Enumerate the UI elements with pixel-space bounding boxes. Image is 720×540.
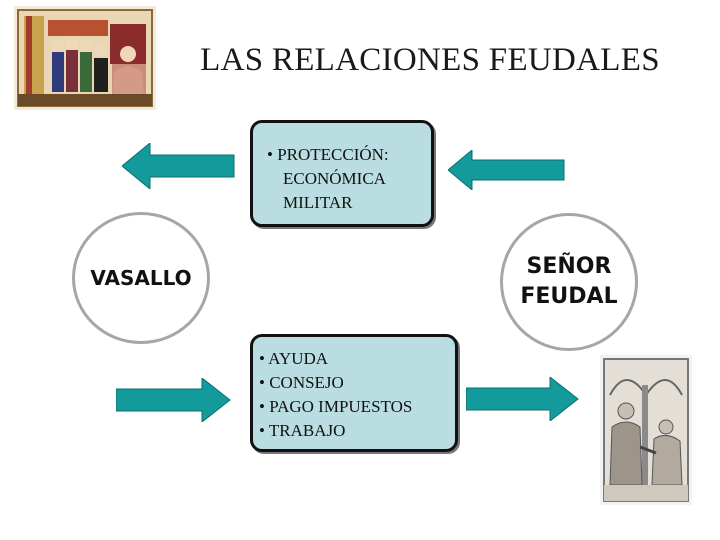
- arrow-left-top-right: [448, 150, 566, 190]
- protection-heading: • PROTECCIÓN:: [267, 143, 431, 167]
- obligations-box: • AYUDA • CONSEJO • PAGO IMPUESTOS • TRA…: [250, 334, 458, 452]
- obligation-item: • AYUDA: [259, 347, 455, 371]
- vassal-circle: VASALLO: [72, 212, 210, 344]
- protection-economic: ECONÓMICA: [267, 167, 431, 191]
- lord-label-line1: SEÑOR: [520, 252, 617, 282]
- lord-circle: SEÑOR FEUDAL: [500, 213, 638, 351]
- page-title: LAS RELACIONES FEUDALES: [160, 42, 700, 79]
- obligation-item: • PAGO IMPUESTOS: [259, 395, 455, 419]
- arrow-right-bottom-right: [466, 377, 580, 421]
- manuscript-illustration-image: [600, 355, 692, 505]
- obligation-item: • TRABAJO: [259, 419, 455, 443]
- lord-label-line2: FEUDAL: [520, 282, 617, 312]
- arrow-left-top: [122, 143, 236, 189]
- vassal-label: VASALLO: [90, 266, 191, 290]
- protection-military: MILITAR: [267, 191, 431, 215]
- protection-box: • PROTECCIÓN: ECONÓMICA MILITAR: [250, 120, 434, 227]
- arrow-right-bottom-left: [116, 378, 232, 422]
- obligation-item: • CONSEJO: [259, 371, 455, 395]
- medieval-miniature-image: [14, 6, 156, 110]
